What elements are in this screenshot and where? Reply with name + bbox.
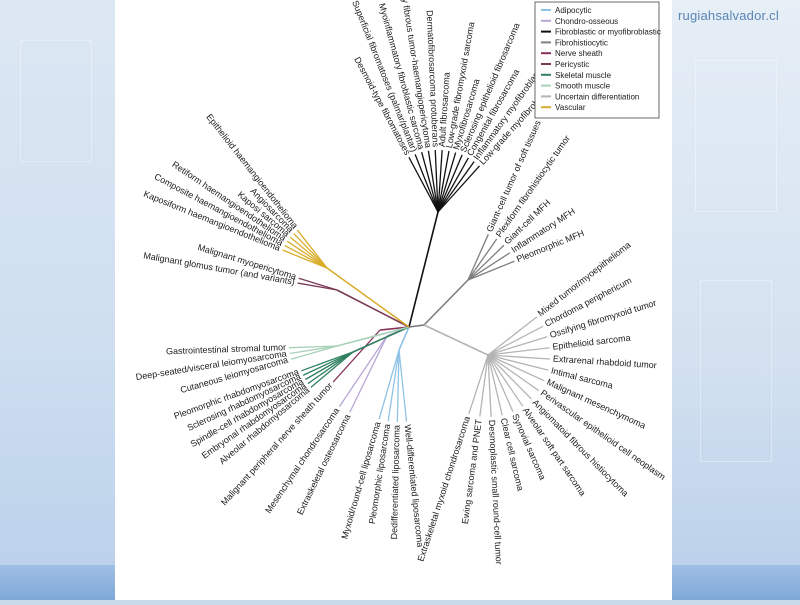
branch-leaf <box>290 237 318 260</box>
legend-label: Skeletal muscle <box>555 71 612 80</box>
branch-leaf <box>397 360 398 422</box>
branch-leaf <box>473 234 488 269</box>
legend-label: Fibrohistiocytic <box>555 38 608 47</box>
branch-leaf <box>489 367 491 417</box>
leaf-label: Desmoplastic small round-cell tumor <box>487 420 504 565</box>
watermark: rugiahsalvador.cl <box>678 8 779 23</box>
branch-leaf <box>435 150 437 194</box>
branch-group: Malignant glomus tumor (and variants)Mal… <box>143 242 409 327</box>
leaf-label: Well-differentiated liposarcoma <box>402 424 425 548</box>
background-decoration <box>20 40 92 162</box>
branch-leaf <box>469 366 484 414</box>
branch-leaf <box>480 367 487 417</box>
branch-leaf <box>439 150 442 194</box>
branch-trunk <box>409 212 438 327</box>
tree-root-branch <box>409 325 424 327</box>
branch-leaf <box>308 360 342 384</box>
legend-label: Smooth muscle <box>555 82 611 91</box>
legend-label: Adipocytic <box>555 6 591 15</box>
branch-trunk <box>424 280 468 325</box>
background-decoration <box>700 280 772 462</box>
leaf-label: Extrarenal rhabdoid tumor <box>553 354 657 371</box>
legend-label: Nerve sheath <box>555 49 603 58</box>
branch-group: Kaposiform haemangioendotheliomaComposit… <box>142 112 409 327</box>
branch-leaf <box>350 345 383 412</box>
branch-trunk <box>327 268 409 327</box>
legend-label: Pericystic <box>555 60 589 69</box>
branch-leaf <box>379 360 396 420</box>
branch-leaf <box>500 356 550 359</box>
branch-leaf <box>339 344 381 406</box>
branch-leaf <box>478 253 510 274</box>
branch-leaf <box>400 360 406 422</box>
branch-leaf <box>289 346 327 347</box>
branch-leaf <box>388 360 397 421</box>
legend-label: Vascular <box>555 103 586 112</box>
branch-trunk <box>424 325 488 355</box>
legend-label: Chondro-osseous <box>555 17 618 26</box>
background-decoration <box>695 60 777 212</box>
legend-label: Uncertain differentiation <box>555 92 639 101</box>
legend-label: Fibroblastic or myofibroblastic <box>555 28 661 37</box>
leaf-label: Dedifferentiated liposarcoma <box>389 425 402 540</box>
branch-trunk <box>337 290 409 327</box>
